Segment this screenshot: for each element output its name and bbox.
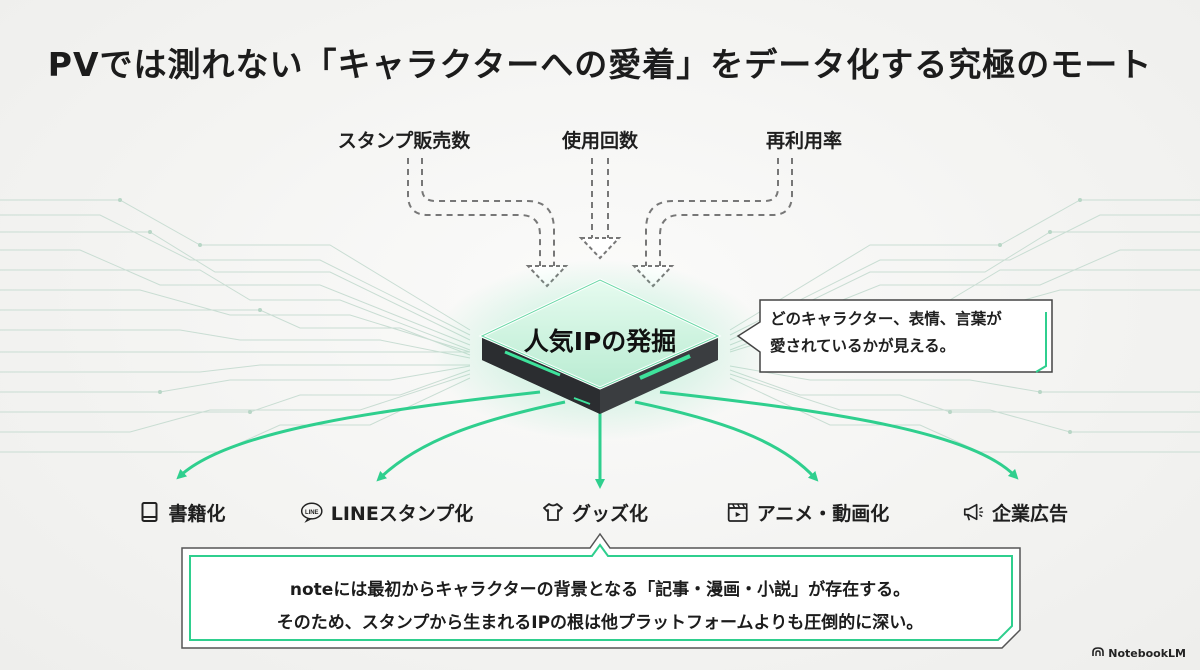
page-title: PVでは測れない「キャラクターへの愛着」をデータ化する究極のモート — [47, 45, 1153, 84]
arrow-to-anime — [634, 400, 819, 482]
callout-line-1: どのキャラクター、表情、言葉が — [770, 310, 1002, 328]
arrow-to-books — [176, 390, 541, 480]
metric-usage-count: 使用回数 — [561, 130, 639, 152]
output-ads: 企業広告 — [962, 498, 1068, 526]
hub-chip — [478, 278, 722, 414]
bottom-note: noteには最初からキャラクターの背景となる「記事・漫画・小説」が存在する。 そ… — [180, 548, 1020, 648]
bottom-box — [181, 532, 1021, 649]
output-goods: グッズ化 — [542, 498, 648, 526]
output-label-goods: グッズ化 — [571, 502, 649, 525]
clapperboard-icon — [727, 501, 749, 523]
book-icon — [138, 501, 160, 523]
arrow-to-ads — [659, 390, 1019, 480]
metric-stamp-sales: スタンプ販売数 — [337, 130, 471, 152]
output-anime: アニメ・動画化 — [727, 498, 890, 526]
output-label-ads: 企業広告 — [991, 502, 1069, 525]
callout-line-2: 愛されているかが見える。 — [770, 337, 956, 355]
output-label-anime: アニメ・動画化 — [756, 502, 890, 525]
brand-watermark: NotebookLM — [1092, 647, 1186, 660]
circuit-traces-left — [0, 199, 471, 453]
line-icon: LINE — [300, 501, 323, 523]
bottom-line-1: noteには最初からキャラクターの背景となる「記事・漫画・小説」が存在する。 — [289, 580, 911, 600]
brand-name: NotebookLM — [1108, 647, 1186, 660]
output-label-books: 書籍化 — [168, 502, 226, 525]
tshirt-icon — [542, 501, 564, 523]
svg-text:LINE: LINE — [305, 510, 319, 516]
bottom-line-2: そのため、スタンプから生まれるIPの根は他プラットフォームよりも圧倒的に深い。 — [276, 613, 924, 633]
arrow-to-line-stamps — [376, 400, 566, 482]
notebooklm-logo-icon — [1092, 647, 1105, 660]
hub-label: 人気IPの発掘 — [523, 327, 677, 356]
megaphone-icon — [962, 501, 984, 523]
output-arrows — [176, 390, 1019, 489]
output-books: 書籍化 — [138, 498, 226, 526]
circuit-traces-right — [729, 199, 1200, 453]
callout-box — [736, 299, 1053, 373]
output-line-stamps: LINE LINEスタンプ化 — [300, 498, 474, 526]
output-label-line-stamps: LINEスタンプ化 — [330, 502, 474, 525]
circuit-nodes — [118, 198, 1082, 434]
callout-text: どのキャラクター、表情、言葉が 愛されているかが見える。 — [752, 296, 1052, 372]
metric-reuse-rate: 再利用率 — [765, 130, 843, 152]
input-arrow-usage — [578, 158, 622, 260]
